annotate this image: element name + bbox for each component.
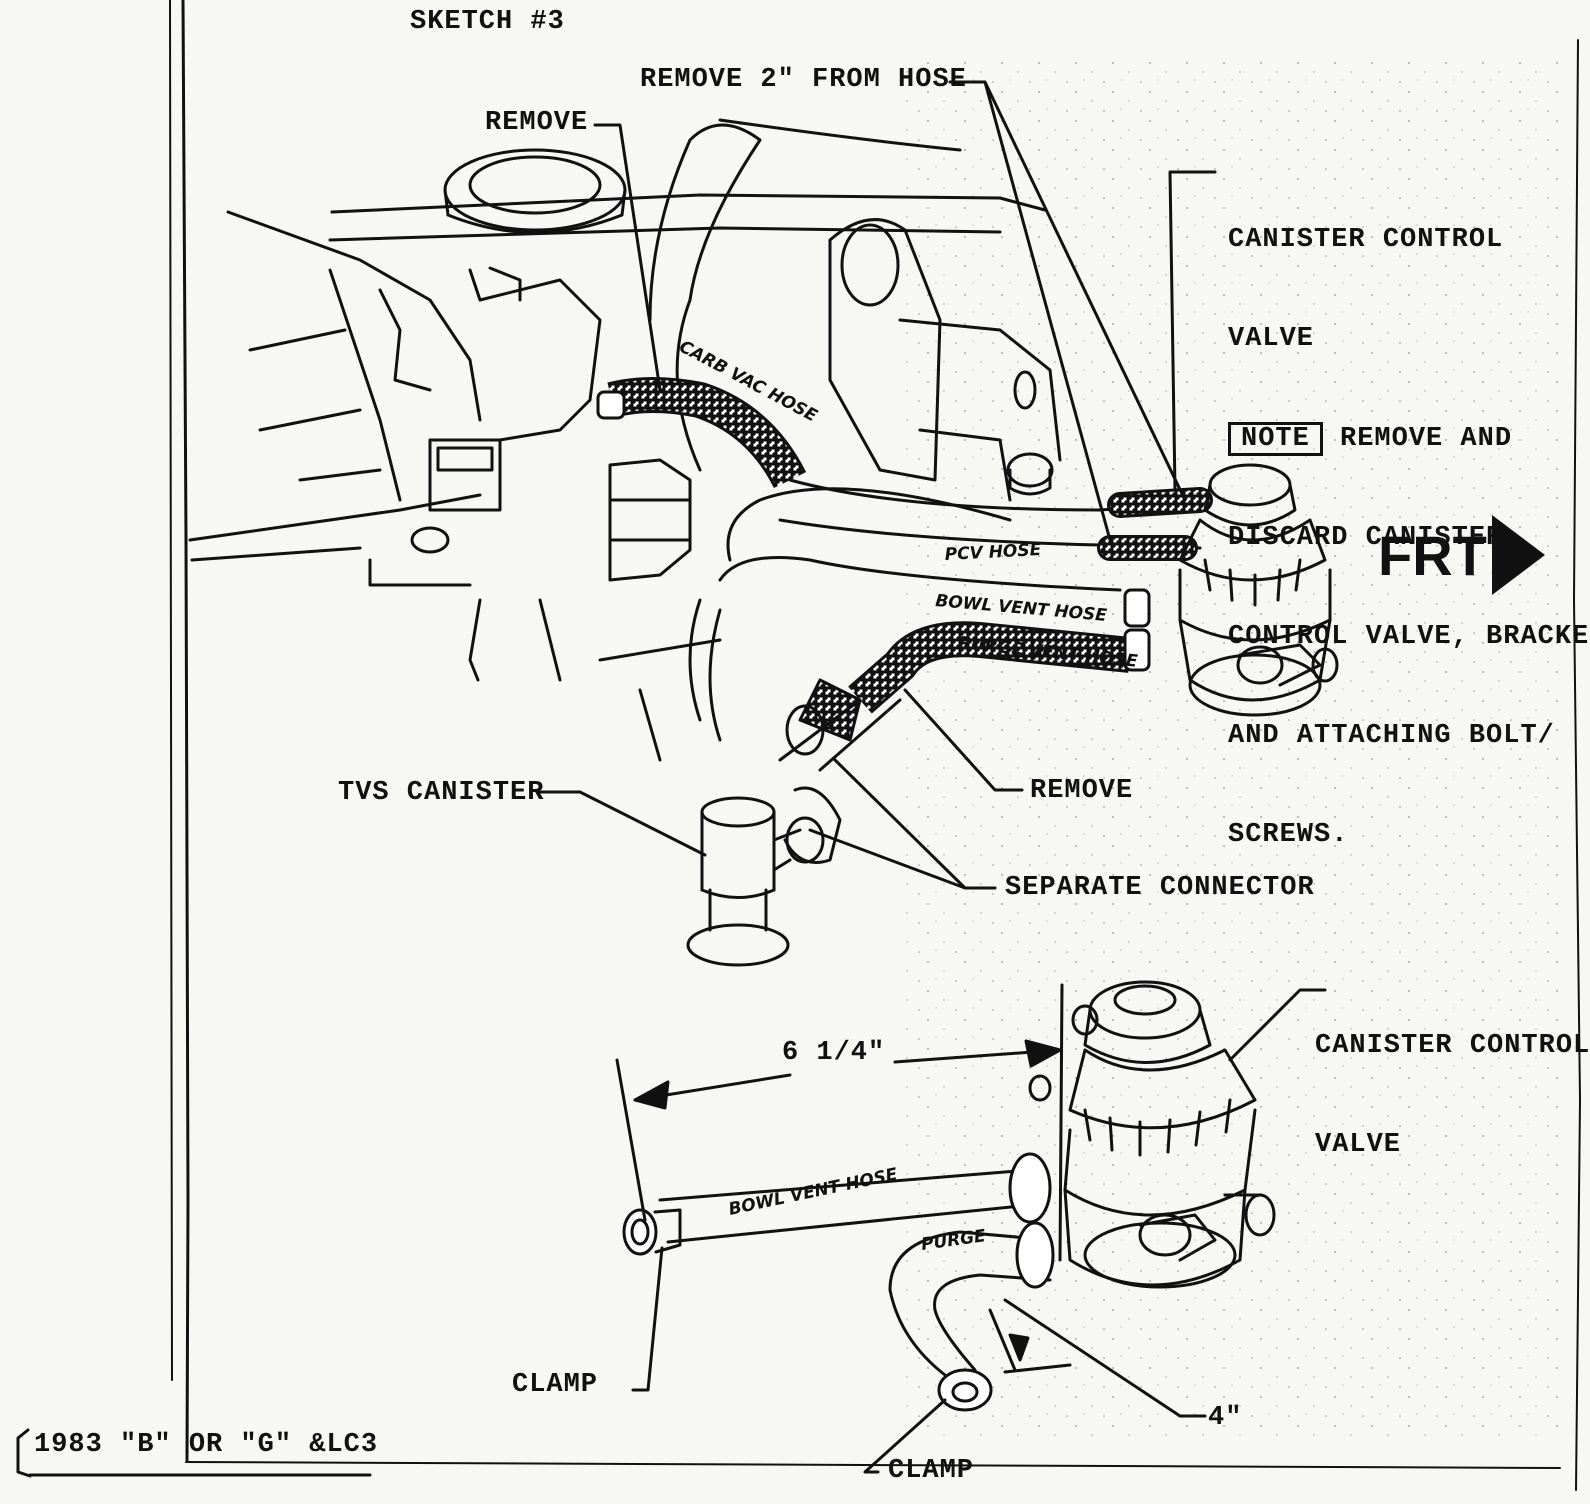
label-tvs-canister: TVS CANISTER	[338, 778, 545, 808]
purge-clamp	[1015, 1221, 1055, 1289]
note-line-2: DISCARD CANISTER	[1228, 523, 1504, 554]
note-line-3: CONTROL VALVE, BRACKET	[1228, 622, 1590, 653]
leader-dim-4	[1003, 1298, 1207, 1418]
ccv-detail-drawing	[1028, 980, 1276, 1289]
label-remove-top: REMOVE	[485, 108, 589, 138]
label-clamp-left: CLAMP	[512, 1370, 599, 1400]
ccv-line-2: VALVE	[1228, 324, 1315, 354]
note-text-1: REMOVE AND	[1340, 424, 1513, 454]
leader-ccv-detail	[1228, 988, 1327, 1062]
label-dim-6-1-4: 6 1/4"	[782, 1038, 886, 1068]
tvs-canister-drawing	[686, 796, 802, 967]
sketch-title: SKETCH #3	[410, 7, 565, 37]
label-ccv-top: CANISTER CONTROL VALVE NOTE REMOVE AND D…	[1228, 158, 1590, 885]
leader-tvs	[536, 790, 707, 857]
leader-separate	[808, 758, 997, 890]
leader-clamp-bottom	[863, 1398, 947, 1474]
connector-lower	[785, 816, 825, 864]
carb-vac-hose-fill	[608, 380, 804, 487]
footer-bracket	[16, 1428, 32, 1478]
ccv2-line-1: CANISTER CONTROL	[1315, 1031, 1590, 1061]
lifting-bracket	[828, 218, 1062, 502]
rear-hose-2	[718, 118, 962, 152]
ccv-top-drawing	[1178, 463, 1339, 717]
label-frt: FRT	[1378, 524, 1487, 587]
engine-outline	[188, 193, 1047, 762]
carb-hose-clamp	[596, 390, 626, 420]
ccv2-line-2: VALVE	[1315, 1130, 1402, 1160]
note-badge: NOTE	[1228, 422, 1323, 457]
leader-remove-mid	[903, 688, 1024, 792]
leader-ccv-top	[1168, 170, 1217, 492]
dim-6-1-4-left-ext	[615, 1058, 647, 1222]
label-ccv-detail: CANISTER CONTROL VALVE	[1315, 964, 1590, 1195]
rear-hose	[648, 123, 762, 472]
note-line-5: SCREWS.	[1228, 820, 1349, 851]
oil-filler-cap	[443, 148, 627, 234]
left-margin-line	[181, 0, 190, 1462]
leader-remove-top	[593, 123, 662, 392]
label-separate-connector: SEPARATE CONNECTOR	[1005, 873, 1315, 903]
left-margin-line-2	[169, 0, 173, 1381]
label-remove-mid: REMOVE	[1030, 776, 1134, 806]
footer-model-label: 1983 "B" OR "G" &LC3	[34, 1430, 379, 1460]
connector-upper	[785, 704, 825, 756]
dim-4-line	[988, 1308, 1072, 1374]
note-line-1: NOTE REMOVE AND	[1228, 422, 1590, 457]
bowl-vent-clamp	[1008, 1152, 1052, 1224]
note-line-4: AND ATTACHING BOLT/	[1228, 721, 1555, 752]
bracket-bolt	[1006, 452, 1054, 496]
purge-hose-detail	[888, 1230, 1052, 1377]
right-margin-line	[1573, 39, 1581, 1491]
leader-clamp-left	[631, 1246, 664, 1392]
label-dim-4: 4"	[1208, 1403, 1243, 1433]
frt-arrow	[1492, 515, 1545, 595]
label-clamp-bottom: CLAMP	[888, 1456, 975, 1486]
copy-noise	[900, 60, 1560, 1440]
label-remove-2in-from-hose: REMOVE 2" FROM HOSE	[640, 65, 967, 95]
bowl-vent-hose-detail	[658, 1168, 1032, 1202]
ccv-line-1: CANISTER CONTROL	[1228, 225, 1504, 255]
